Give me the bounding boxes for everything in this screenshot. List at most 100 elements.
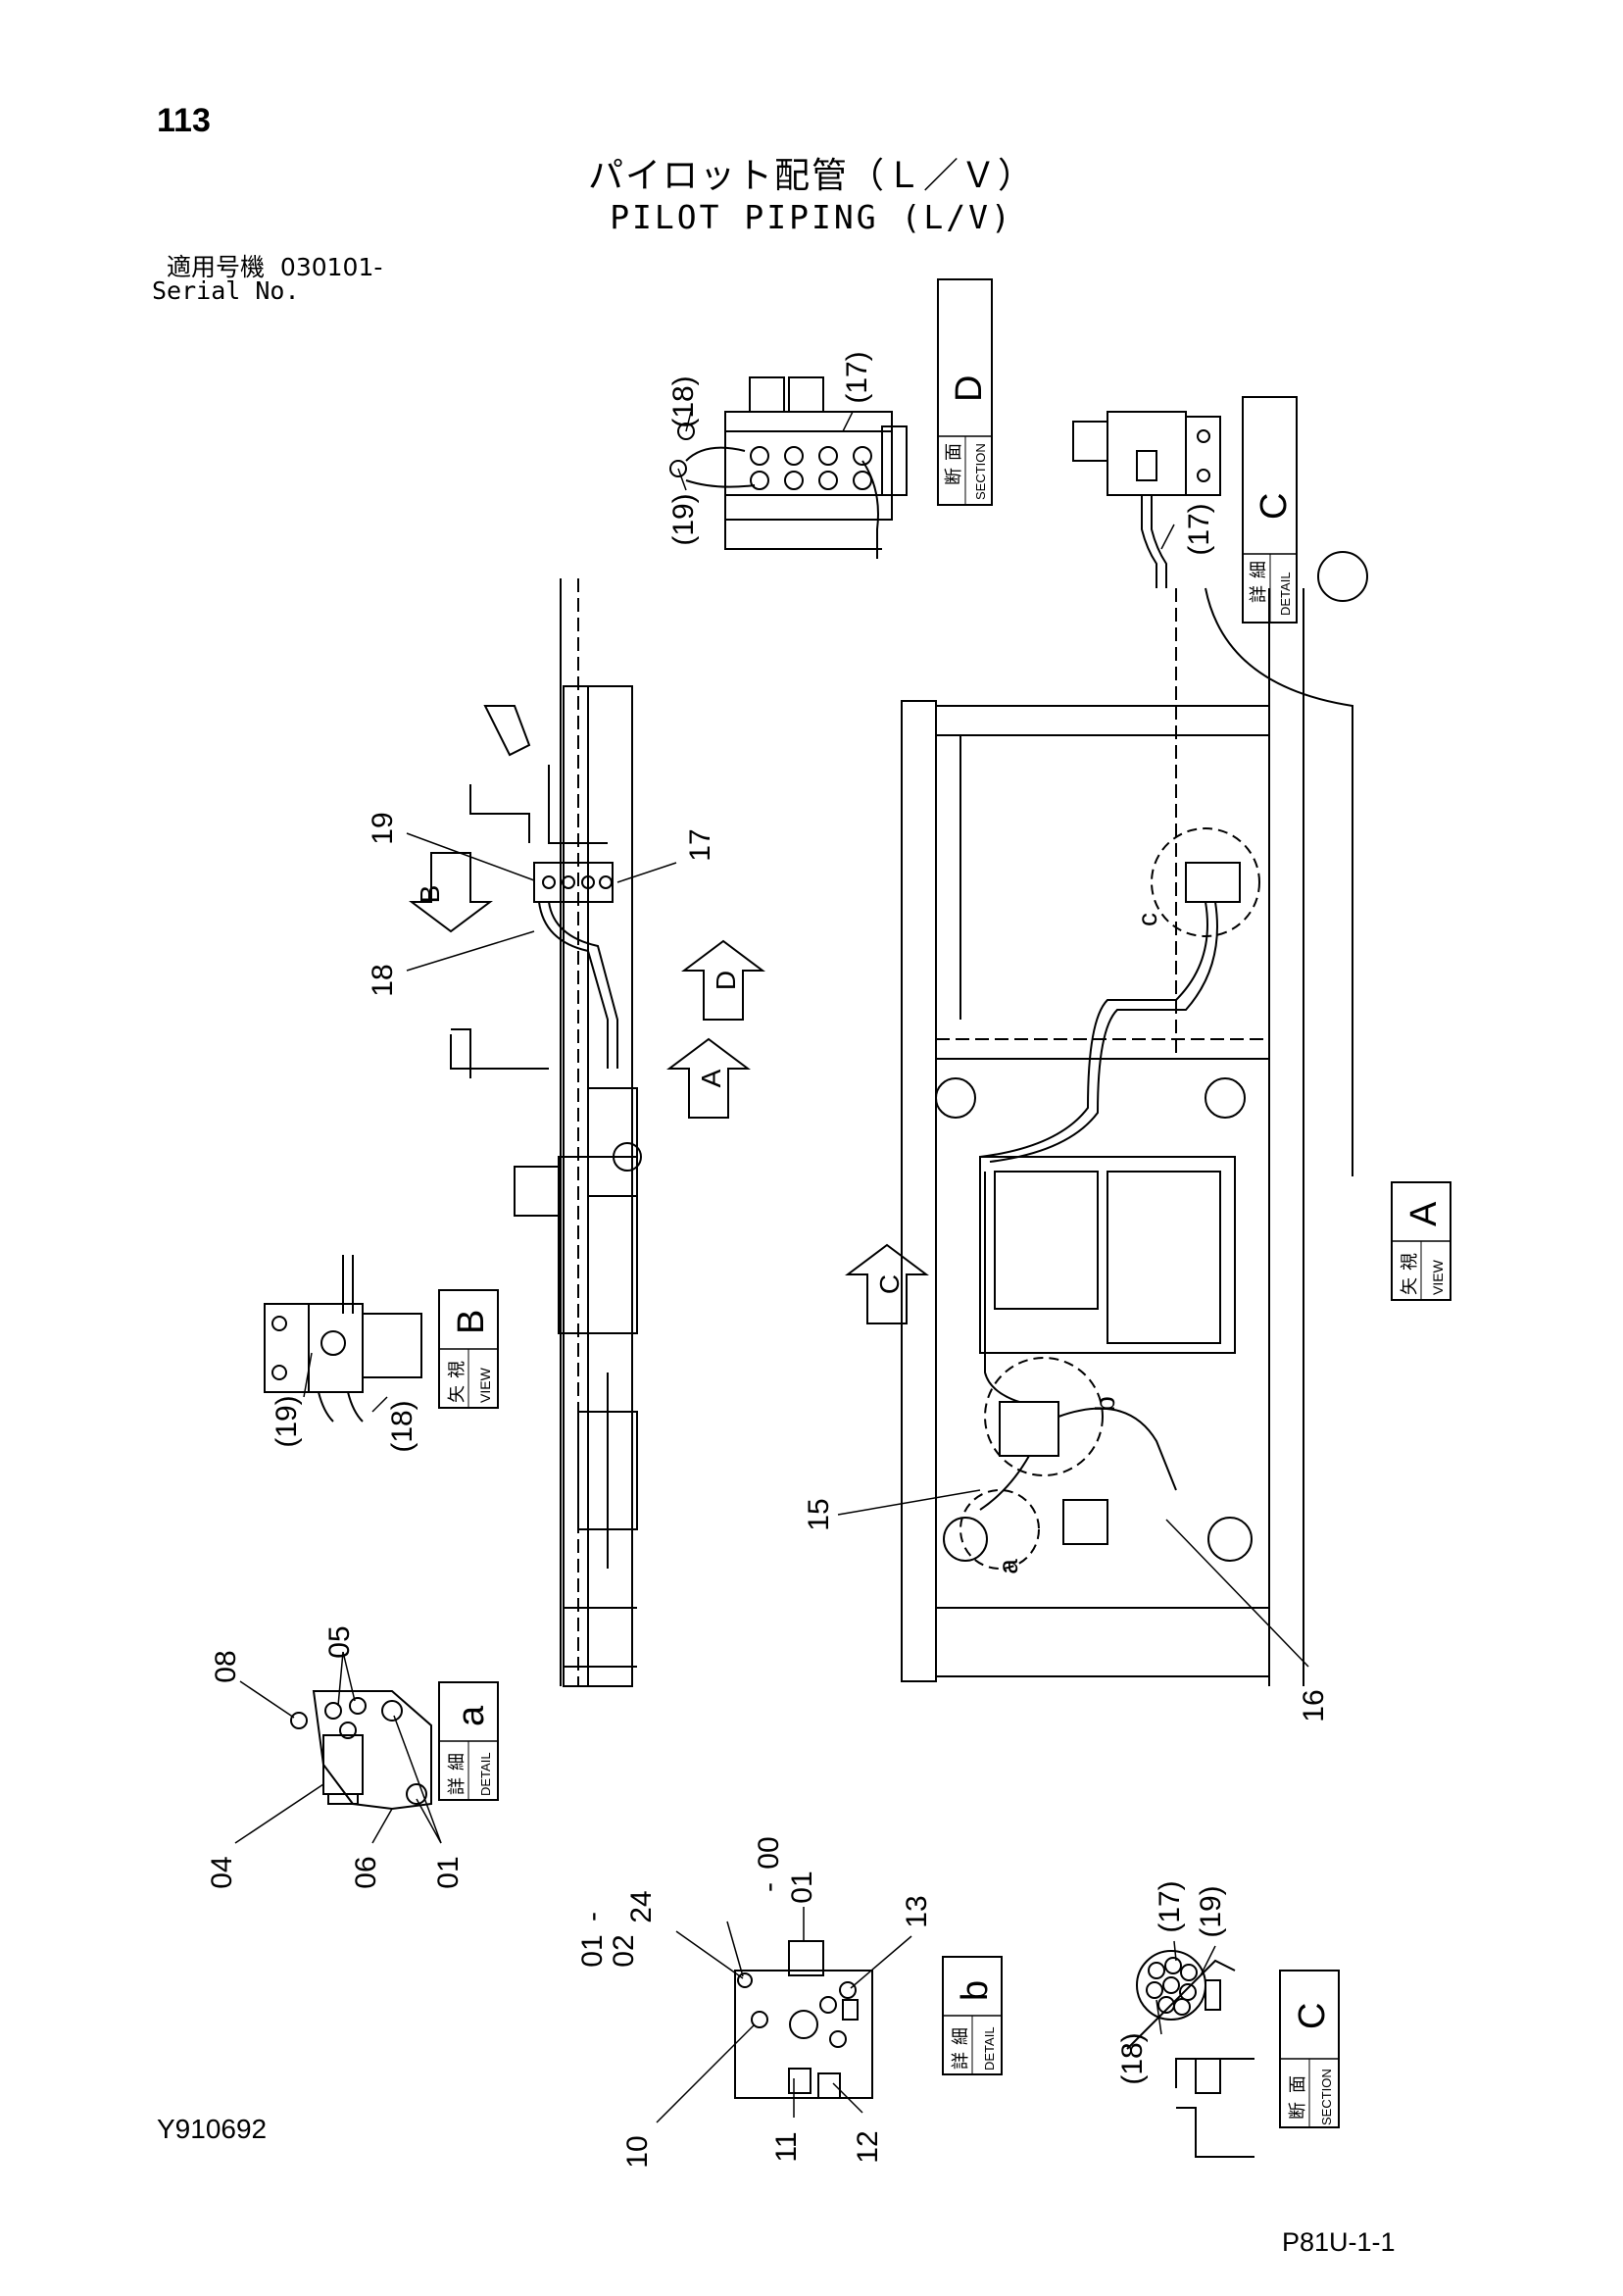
page-code: P81U-1-1	[1282, 2227, 1396, 2257]
callout-01-detail-a: 01	[432, 1856, 465, 1888]
callout-05: 05	[323, 1625, 356, 1658]
callout-16: 16	[1298, 1689, 1330, 1722]
detail-b-drawing	[734, 1940, 873, 2099]
svg-text:a: a	[451, 1705, 492, 1726]
svg-text:DETAIL: DETAIL	[982, 2026, 997, 2071]
sub-callout-c: c	[1132, 913, 1162, 926]
leader-lines-section-c	[1156, 1940, 1216, 2035]
document-code: Y910692	[157, 2114, 268, 2144]
callout-18-top: (18)	[667, 375, 700, 427]
callout-18-section-c: (18)	[1116, 2032, 1149, 2084]
callout-11: 11	[770, 2131, 803, 2162]
svg-text:B: B	[415, 885, 445, 904]
svg-text:DETAIL: DETAIL	[478, 1752, 493, 1796]
svg-text:詳: 詳	[447, 1777, 467, 1795]
leader-lines-d	[677, 411, 854, 491]
svg-text:-: -	[576, 1912, 609, 1922]
sub-callout-a: a	[993, 1559, 1023, 1574]
callout-19-side: 19	[367, 812, 399, 844]
callout-01-02-detail-b: 01 - 02	[576, 1912, 640, 1968]
serial-value: 030101-	[279, 253, 383, 281]
svg-text:C: C	[874, 1274, 905, 1294]
label-view-b: 矢 視 VIEW B	[438, 1289, 499, 1409]
svg-text:C: C	[1292, 2003, 1333, 2029]
view-arrow-a: A	[666, 1037, 751, 1119]
serial-label-japanese: 適用号機 030101-	[167, 248, 382, 283]
svg-text:B: B	[451, 1310, 492, 1334]
svg-text:断: 断	[944, 468, 963, 485]
svg-text:DETAIL: DETAIL	[1278, 572, 1293, 616]
serial-label-jp-text: 適用号機	[167, 253, 266, 281]
leader-lines-plan	[837, 1489, 1309, 1668]
svg-text:-: -	[753, 1882, 785, 1892]
svg-text:C: C	[1254, 493, 1295, 520]
label-view-a: 矢 視 VIEW A	[1391, 1181, 1451, 1301]
frame-side-view	[450, 578, 642, 1687]
label-section-d: 断 面 SECTION D	[937, 278, 993, 506]
callout-24: 24	[625, 1890, 658, 1922]
svg-text:A: A	[696, 1069, 726, 1087]
svg-text:D: D	[949, 375, 990, 402]
svg-text:矢: 矢	[447, 1385, 467, 1403]
main-plan-view	[901, 587, 1353, 1686]
label-detail-b: 詳 細 DETAIL b	[942, 1956, 1003, 2075]
svg-text:01: 01	[786, 1871, 818, 1903]
svg-text:VIEW: VIEW	[1430, 1259, 1446, 1295]
callout-18-view-b: (18)	[386, 1400, 418, 1452]
view-arrow-b: B	[409, 852, 493, 933]
label-section-c: 断 面 SECTION C	[1279, 1970, 1340, 2128]
callout-17-side: 17	[684, 828, 716, 861]
detail-a-drawing	[290, 1690, 432, 1811]
svg-text:細: 細	[1249, 561, 1268, 578]
svg-text:A: A	[1403, 1201, 1445, 1226]
label-detail-a: 詳 細 DETAIL a	[438, 1681, 499, 1801]
leader-lines-detail-b	[656, 1907, 912, 2123]
callout-19-top: (19)	[667, 493, 700, 545]
detail-c-drawing	[1072, 411, 1221, 588]
svg-text:細: 細	[447, 1753, 467, 1771]
view-arrow-d: D	[681, 939, 765, 1021]
svg-text:SECTION: SECTION	[973, 443, 988, 500]
page-number: 113	[157, 102, 211, 139]
callout-19-section-c: (19)	[1195, 1885, 1227, 1937]
callout-06: 06	[350, 1856, 382, 1888]
svg-text:00: 00	[753, 1836, 785, 1869]
callout-17-detail-c: (17)	[1183, 503, 1215, 555]
svg-text:b: b	[955, 1980, 996, 2001]
svg-text:詳: 詳	[1249, 585, 1268, 603]
svg-text:面: 面	[1288, 2075, 1307, 2093]
page-title-japanese: パイロット配管（Ｌ／Ｖ）	[587, 156, 1035, 196]
svg-text:細: 細	[951, 2027, 970, 2045]
view-b-drawing	[264, 1255, 422, 1423]
serial-label-english: Serial No.	[152, 276, 300, 305]
callout-19-view-b: (19)	[270, 1395, 303, 1447]
svg-text:面: 面	[944, 443, 963, 461]
page-title-english: PILOT PIPING (L/V)	[610, 198, 1013, 236]
section-d-drawing	[669, 376, 908, 559]
callout-13: 13	[901, 1895, 933, 1927]
sub-callout-b: b	[1090, 1396, 1120, 1412]
svg-text:D: D	[711, 971, 741, 990]
callout-00-01-detail-b: 00 - 01	[753, 1836, 818, 1903]
callout-04: 04	[206, 1856, 238, 1888]
svg-text:VIEW: VIEW	[477, 1367, 493, 1403]
svg-text:矢: 矢	[1400, 1277, 1419, 1295]
svg-text:断: 断	[1288, 2102, 1307, 2120]
callout-17-top: (17)	[841, 351, 873, 403]
callout-12: 12	[852, 2130, 884, 2163]
callout-10: 10	[621, 2135, 654, 2168]
circle-marker	[1317, 551, 1368, 602]
svg-text:視: 視	[1400, 1253, 1419, 1271]
svg-text:視: 視	[447, 1361, 467, 1378]
svg-text:SECTION: SECTION	[1319, 2069, 1334, 2125]
svg-text:01: 01	[576, 1934, 609, 1967]
svg-text:詳: 詳	[951, 2052, 970, 2070]
callout-08: 08	[210, 1650, 242, 1682]
view-arrow-c: C	[845, 1243, 929, 1324]
leader-lines-detail-a	[234, 1651, 442, 1844]
svg-text:02: 02	[608, 1934, 640, 1967]
callout-17-section-c: (17)	[1154, 1880, 1186, 1932]
callout-18-side: 18	[367, 964, 399, 996]
section-c-drawing	[1126, 1950, 1254, 2158]
